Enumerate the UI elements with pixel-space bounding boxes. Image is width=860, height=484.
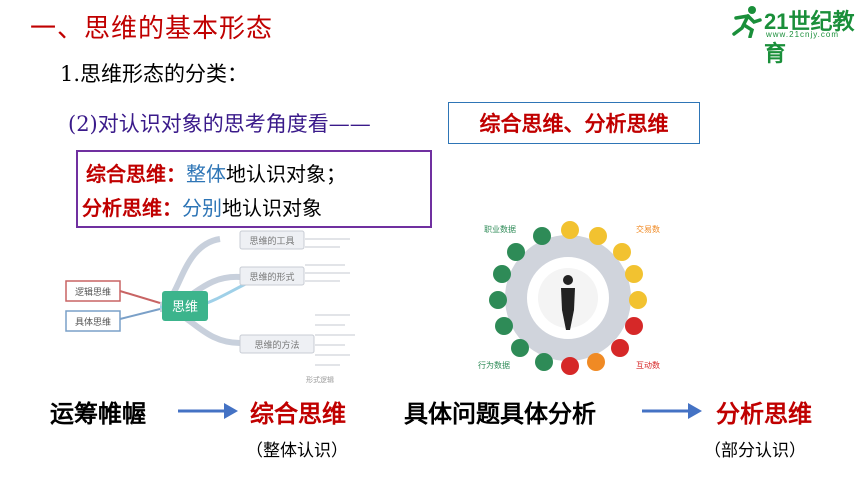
- definition-rest: 地认识对象: [222, 196, 322, 220]
- definition-synthetic: 综合思维：整体地认识对象；: [86, 158, 346, 187]
- page-title: 一、思维的基本形态: [30, 14, 274, 44]
- data-wheel-illustration: 人 职业数据 交易数据 行为数据 互动数据: [470, 218, 668, 378]
- runner-logo-icon: [732, 6, 762, 38]
- definition-box: 综合思维：整体地认识对象； 分析思维：分别地认识对象: [76, 150, 432, 228]
- definition-key: 综合思维：: [86, 162, 186, 186]
- mindmap-right-node: 思维的工具: [249, 235, 294, 247]
- phrase-strategize: 运筹帷幄: [50, 400, 146, 428]
- wheel-corner-label: 行为数据: [478, 360, 510, 370]
- subheading-classification: 1.思维形态的分类：: [60, 62, 249, 86]
- mindmap-left-node: 逻辑思维: [75, 286, 111, 298]
- logo-url: www.21cnjy.com: [766, 30, 839, 39]
- subheading-perspective: (2)对认识对象的思考角度看——: [68, 112, 371, 136]
- definition-highlight: 整体: [186, 162, 226, 186]
- mindmap-left-node: 具体思维: [75, 316, 111, 328]
- mindmap-center: 思维: [172, 300, 198, 315]
- definition-key: 分析思维：: [82, 196, 182, 220]
- result-analytic: 分析思维: [716, 400, 812, 428]
- result-synthetic: 综合思维: [250, 400, 346, 428]
- mindmap-right-node: 思维的形式: [249, 271, 294, 283]
- definition-highlight: 分别: [182, 196, 222, 220]
- paren-whole: （整体认识）: [246, 441, 348, 461]
- wheel-corner-label: 职业数据: [484, 224, 516, 234]
- logo: 21世纪教育 www.21cnjy.com: [728, 4, 858, 66]
- wheel-corner-label: 互动数据: [636, 360, 660, 370]
- mindmap-right-node: 思维的方法: [254, 339, 299, 351]
- definition-analytic: 分析思维：分别地认识对象: [82, 192, 322, 221]
- mindmap-caption: 形式逻辑: [306, 375, 334, 384]
- arrow-right-icon: [642, 403, 702, 419]
- arrow-right-icon: [178, 403, 238, 419]
- mindmap-illustration: 思维 逻辑思维 具体思维 思维的工具 思维的形式 思维的方法 形式逻辑: [60, 225, 370, 385]
- answer-box: 综合思维、分析思维: [448, 102, 700, 144]
- wheel-corner-label: 交易数据: [636, 224, 660, 234]
- paren-part: （部分认识）: [704, 441, 806, 461]
- logo-brand: 21世纪教育: [764, 9, 855, 66]
- definition-rest: 地认识对象；: [226, 162, 346, 186]
- phrase-specific-analysis: 具体问题具体分析: [404, 400, 596, 428]
